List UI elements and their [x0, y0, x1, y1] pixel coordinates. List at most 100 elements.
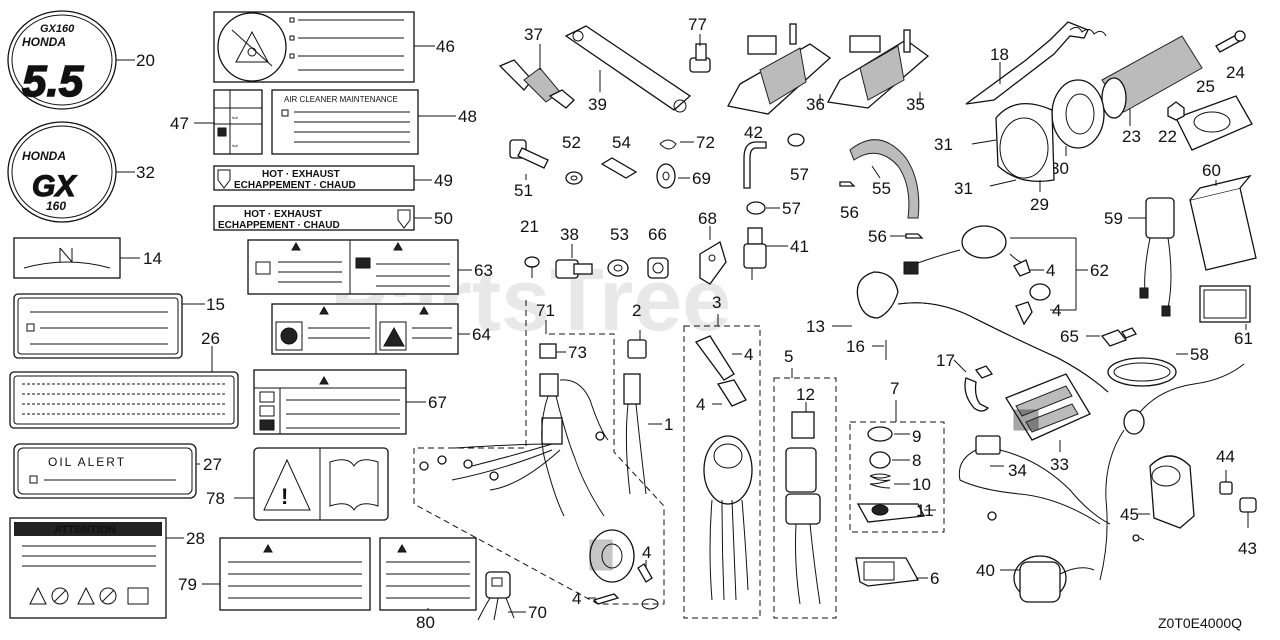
part-4-oring-b[interactable]	[1015, 283, 1051, 326]
part-21-screw[interactable]	[524, 256, 540, 278]
part-39-plug-wrench[interactable]	[564, 25, 692, 113]
part-41-valve[interactable]	[743, 227, 767, 280]
part-11-switch[interactable]	[856, 503, 926, 523]
part-44-nut[interactable]	[1219, 481, 1233, 495]
part-10-spring[interactable]	[869, 473, 892, 489]
part-25-nut[interactable]	[1167, 101, 1185, 121]
decal-oil-alert[interactable]: OIL ALERT	[13, 443, 197, 499]
part-34-harness[interactable]	[958, 435, 1111, 525]
decal-attention[interactable]: ATTENTION	[9, 517, 167, 619]
part-65-terminal[interactable]	[1100, 327, 1137, 347]
part-36-mount[interactable]	[727, 23, 832, 115]
part-73-fuse[interactable]	[539, 343, 557, 359]
part-55-hose[interactable]	[849, 139, 920, 219]
part-12-fuse-holder[interactable]	[785, 411, 821, 605]
part-9-grommet[interactable]	[867, 426, 893, 442]
label-hot-exhaust-50b: ECHAPPEMENT · CHAUD	[218, 220, 340, 231]
part-72-clip[interactable]	[659, 139, 677, 150]
part-13-boot[interactable]	[856, 271, 1109, 393]
part-23-gasket[interactable]	[1175, 95, 1253, 151]
part-51-bolt[interactable]	[509, 139, 549, 169]
decal-79[interactable]	[219, 537, 371, 611]
decal-64[interactable]	[271, 303, 459, 355]
decal-63[interactable]	[247, 239, 459, 295]
part-54-key[interactable]	[600, 157, 638, 179]
decal-15[interactable]	[13, 293, 183, 359]
emblem-gx160[interactable]: HONDA GX 160	[7, 121, 117, 223]
decal-26[interactable]	[9, 371, 239, 429]
decal-air-cleaner[interactable]: AIR CLEANER MAINTENANCE	[271, 89, 419, 155]
callout-66: 66	[648, 225, 667, 244]
decal-67[interactable]	[253, 369, 407, 435]
part-61-box[interactable]	[1199, 285, 1251, 323]
part-29-cover[interactable]	[995, 103, 1055, 183]
emblem-5-5[interactable]: GX160 HONDA 5.5	[7, 10, 117, 110]
callout-41: 41	[790, 237, 809, 256]
part-57-clamp-a[interactable]	[787, 133, 805, 147]
callout-54: 54	[612, 133, 631, 152]
part-33-regulator[interactable]	[1005, 373, 1091, 441]
callout-4-oil-a: 4	[1046, 261, 1055, 280]
part-45-bracket[interactable]	[1149, 455, 1195, 529]
part-66-nut[interactable]	[647, 257, 669, 279]
part-56-clip-b[interactable]	[905, 233, 924, 239]
decal-14[interactable]	[13, 237, 121, 279]
part-6-plate[interactable]	[855, 557, 920, 587]
callout-10: 10	[912, 475, 931, 494]
callout-79: 79	[178, 575, 197, 594]
part-4-oring-a[interactable]	[1013, 259, 1031, 277]
callout-32: 32	[136, 163, 155, 182]
part-42-tube[interactable]	[743, 141, 767, 189]
callout-59: 59	[1104, 209, 1123, 228]
part-key-small[interactable]	[592, 563, 659, 610]
part-ignition-switch[interactable]	[703, 435, 753, 601]
part-58-ring[interactable]	[1107, 357, 1177, 387]
part-throttle-cable[interactable]	[1099, 363, 1245, 581]
part-62-oil-switch[interactable]	[903, 225, 1029, 275]
part-56-clip-a[interactable]	[839, 181, 856, 187]
part-31-screw-a[interactable]	[971, 139, 997, 145]
part-59-module[interactable]	[1139, 197, 1175, 317]
label-hp: 5.5	[22, 57, 84, 106]
part-69-grommet[interactable]	[656, 163, 676, 189]
part-43-grommet[interactable]	[1239, 497, 1257, 513]
part-53-washer[interactable]	[607, 259, 629, 277]
part-77-bolt[interactable]	[689, 43, 711, 73]
part-31-screw-b[interactable]	[989, 179, 1017, 187]
part-18-rod[interactable]	[965, 21, 1107, 105]
part-60-cover[interactable]	[1189, 174, 1257, 271]
part-35-mount[interactable]	[826, 29, 930, 109]
part-68-bracket[interactable]	[699, 241, 727, 285]
decal-80[interactable]	[379, 537, 477, 611]
part-24-screw[interactable]	[1215, 30, 1246, 53]
callout-20: 20	[136, 51, 155, 70]
part-2-connector[interactable]	[627, 339, 647, 359]
part-37-spark-plug[interactable]	[498, 44, 575, 109]
decal-hot-exhaust-49[interactable]: HOT · EXHAUST ECHAPPEMENT · CHAUD	[213, 165, 415, 191]
part-40-coil[interactable]	[1013, 534, 1145, 603]
decal-47[interactable]: ⇔ ⇔	[213, 89, 263, 155]
callout-14: 14	[143, 249, 162, 268]
decal-46[interactable]	[213, 11, 415, 83]
part-1-wire[interactable]	[623, 373, 647, 495]
label-gx-160: 160	[46, 199, 66, 213]
callout-38: 38	[560, 225, 579, 244]
part-17-clamp[interactable]	[964, 365, 994, 412]
part-harness[interactable]	[419, 373, 609, 517]
part-switch-body[interactable]	[589, 529, 635, 583]
part-8-nut[interactable]	[869, 451, 891, 469]
label-hot-exhaust-49a: HOT · EXHAUST	[262, 169, 340, 180]
decal-78[interactable]: !	[253, 447, 389, 521]
callout-40: 40	[976, 561, 995, 580]
callout-2: 2	[632, 301, 641, 320]
part-70-relay[interactable]	[477, 571, 515, 621]
label-hot-exhaust-50a: HOT · EXHAUST	[244, 209, 322, 220]
part-52-washer[interactable]	[565, 171, 583, 185]
part-57-clamp-b[interactable]	[746, 201, 766, 215]
part-30-flange[interactable]	[1051, 79, 1105, 149]
decal-hot-exhaust-50[interactable]: HOT · EXHAUST ECHAPPEMENT · CHAUD	[213, 205, 415, 231]
part-38-bolt[interactable]	[555, 259, 593, 279]
part-22-grip[interactable]	[1101, 35, 1203, 119]
callout-64: 64	[472, 325, 491, 344]
part-keys[interactable]	[694, 335, 747, 407]
